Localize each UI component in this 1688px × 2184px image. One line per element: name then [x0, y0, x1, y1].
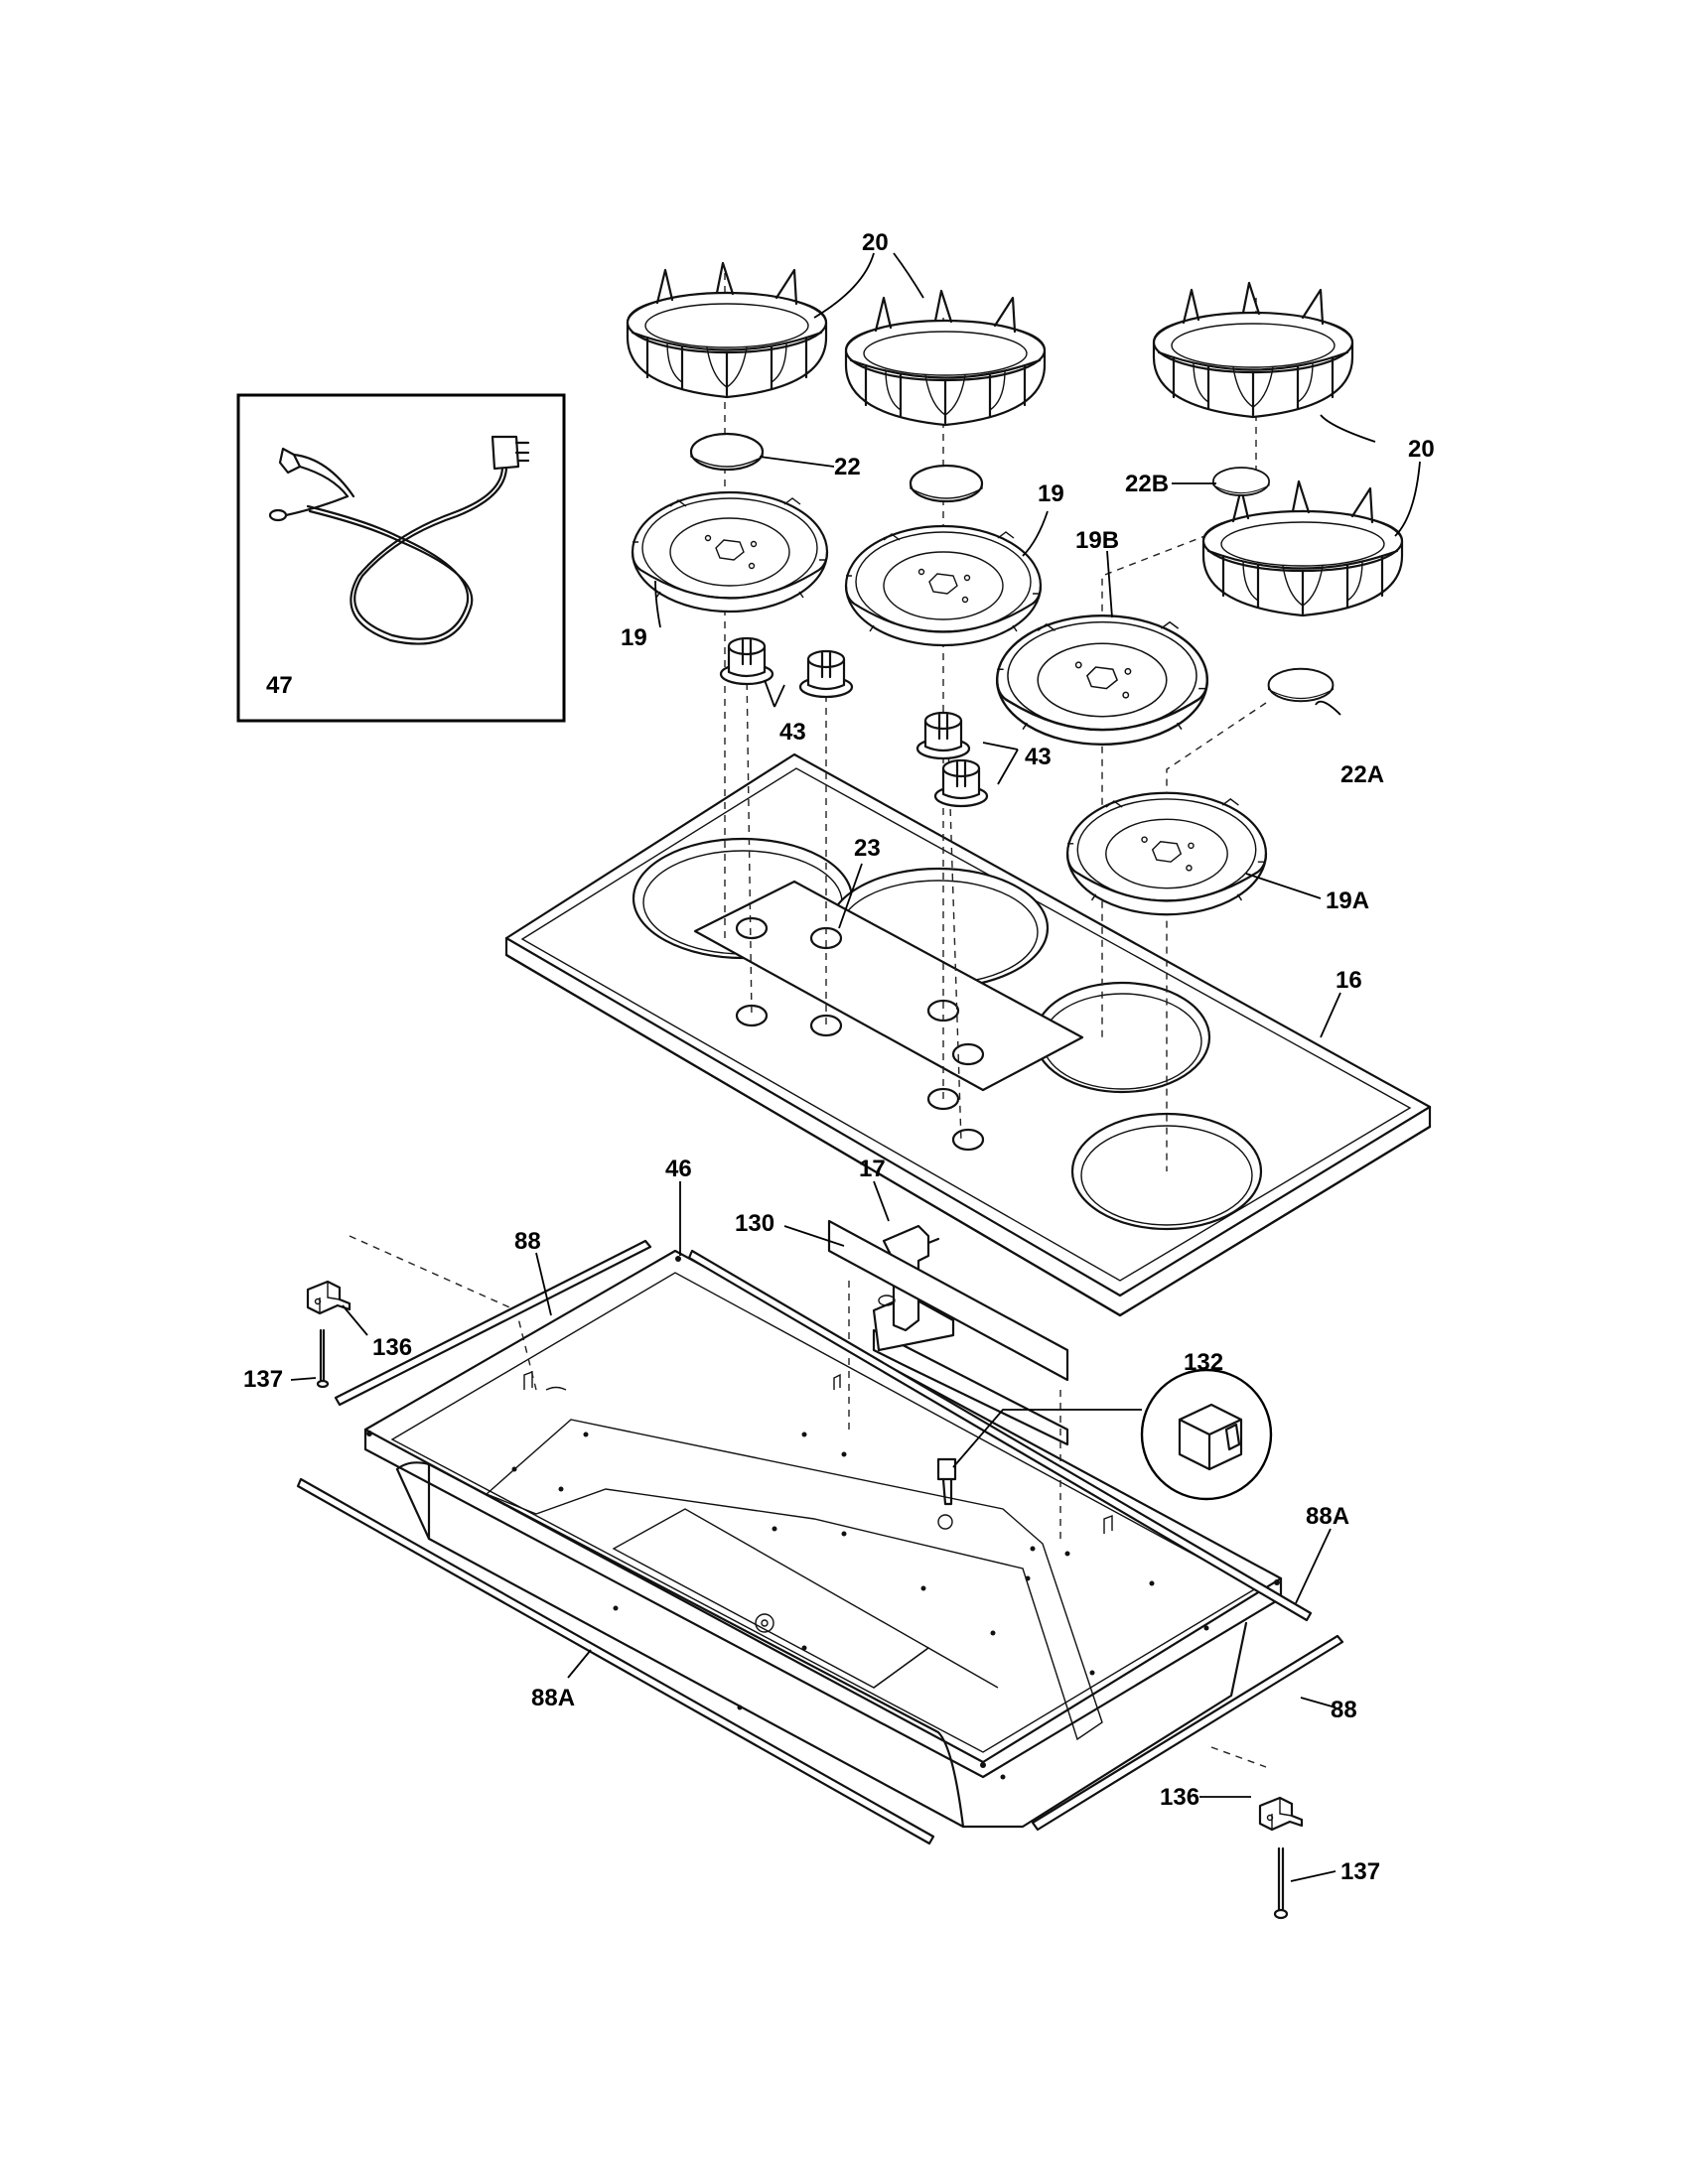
label-132: 132: [1184, 1349, 1223, 1376]
label-137-left: 137: [243, 1366, 283, 1393]
part-labels: 20 20 22 22B 19 19 19B 43 43 22A 23 19A …: [243, 229, 1435, 1885]
control-knob-1: [719, 636, 774, 686]
trim-strip-88-right: [1031, 1634, 1344, 1832]
burner-cap-1: [689, 432, 765, 472]
label-88a-right: 88A: [1306, 1503, 1349, 1530]
label-22b: 22B: [1125, 471, 1169, 497]
label-22a: 22A: [1340, 761, 1384, 788]
label-47: 47: [266, 672, 293, 699]
burner-grate-1: [626, 261, 828, 399]
trim-strip-88-left: [334, 1239, 652, 1407]
burner-grate-2: [844, 289, 1047, 427]
drip-bowl-left: [631, 490, 829, 614]
label-136-right: 136: [1160, 1784, 1199, 1811]
trim-strip-88a-left: [296, 1477, 935, 1845]
label-136-left: 136: [372, 1334, 412, 1361]
control-knob-3: [915, 711, 971, 760]
label-19-center: 19: [1038, 480, 1064, 507]
burner-grate-4: [1201, 479, 1404, 617]
label-17: 17: [859, 1156, 886, 1182]
burner-cap-22a: [1267, 667, 1335, 703]
label-19b: 19B: [1075, 527, 1119, 554]
burner-grate-3: [1152, 281, 1354, 419]
trim-strip-88a-right: [687, 1249, 1313, 1622]
label-88-right: 88: [1331, 1697, 1357, 1723]
label-43-right: 43: [1025, 744, 1052, 770]
connector-detail-circle: [1140, 1368, 1273, 1501]
label-130: 130: [735, 1210, 774, 1237]
control-panel-plate: [693, 880, 1084, 1092]
control-knob-4: [933, 758, 989, 808]
screw-right: [1273, 1846, 1289, 1920]
label-20-top: 20: [862, 229, 889, 256]
burner-cap-22b: [1212, 467, 1270, 496]
label-20-right: 20: [1408, 436, 1435, 463]
control-knob-2: [798, 649, 854, 699]
label-46: 46: [665, 1156, 692, 1182]
label-23: 23: [854, 835, 881, 862]
label-22: 22: [834, 454, 861, 480]
leader-lines: [290, 252, 1421, 1882]
mounting-clip-left: [306, 1280, 352, 1315]
drip-bowl-19a: [1065, 791, 1268, 916]
label-88a-left: 88A: [531, 1685, 575, 1711]
label-88-left: 88: [514, 1228, 541, 1255]
label-43-left: 43: [779, 719, 806, 746]
burner-cap-2: [909, 464, 984, 503]
label-19a: 19A: [1326, 887, 1369, 914]
power-cord-inset: [236, 393, 566, 723]
label-16: 16: [1336, 967, 1362, 994]
mounting-clip-right: [1258, 1796, 1304, 1832]
drip-bowl-center: [844, 524, 1043, 647]
label-19-left: 19: [621, 624, 647, 651]
valve-connector: [936, 1457, 957, 1506]
label-137-right: 137: [1340, 1858, 1380, 1885]
drip-bowl-19b: [995, 614, 1209, 746]
screw-left: [316, 1328, 330, 1389]
